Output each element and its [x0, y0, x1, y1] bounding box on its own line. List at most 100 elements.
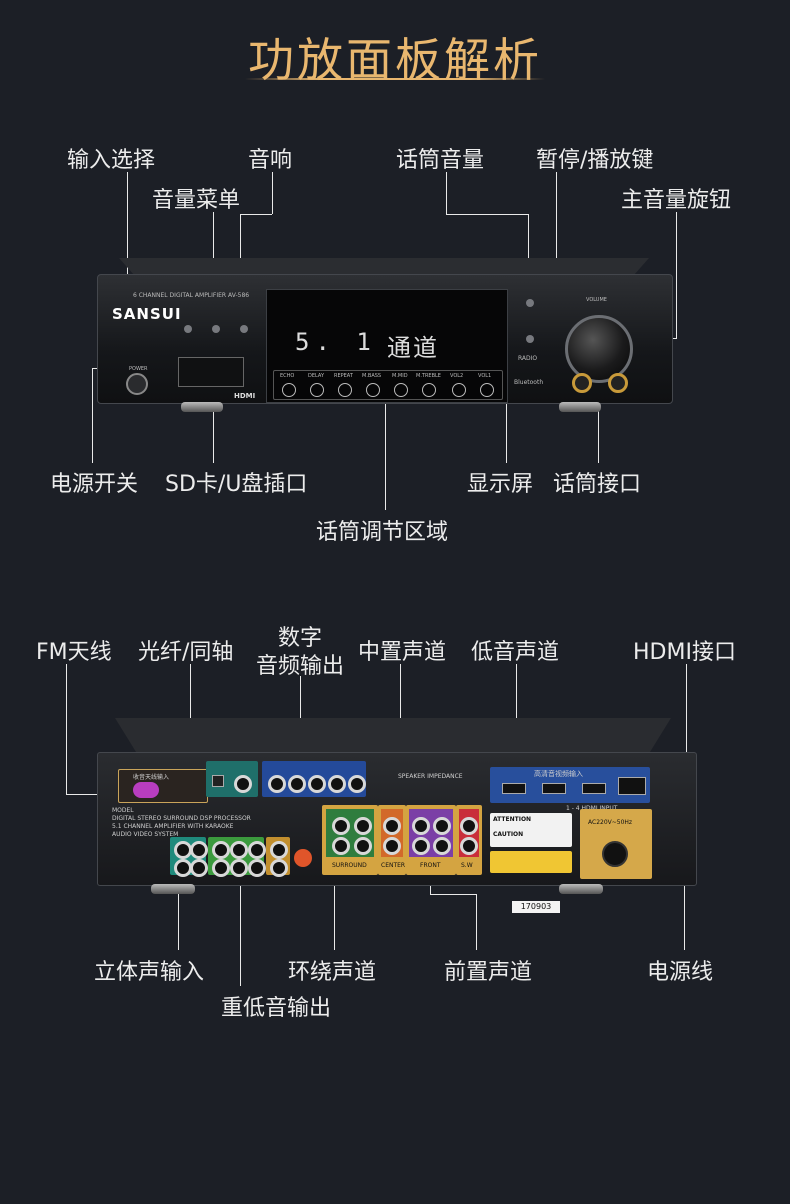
- surround-terminal-3[interactable]: [332, 837, 350, 855]
- caution-sticker: [490, 851, 572, 873]
- label-master-volume: 主音量旋钮: [621, 188, 732, 213]
- center-text: CENTER: [381, 862, 406, 869]
- hdmi-port-2[interactable]: [542, 783, 566, 794]
- mic-jack-1[interactable]: [572, 373, 592, 393]
- surround-terminal-2[interactable]: [354, 817, 372, 835]
- leader-surround-v: [334, 878, 335, 950]
- delay-knob[interactable]: [310, 383, 324, 397]
- serial-sticker: 170903: [512, 901, 560, 913]
- sw-terminal-2[interactable]: [460, 837, 478, 855]
- hdmi-out-port[interactable]: [618, 777, 646, 795]
- front-face: 6 CHANNEL DIGITAL AMPLIFIER AV-586 SANSU…: [97, 274, 673, 404]
- volume-label: VOLUME: [586, 297, 607, 303]
- leader-power-cord-v: [684, 850, 685, 950]
- front-top-grille: [119, 258, 649, 276]
- leader-master-v: [676, 212, 677, 338]
- leader-front-v2: [476, 894, 477, 950]
- audio-out-port-4[interactable]: [328, 775, 346, 793]
- subwoofer-out-block: [208, 837, 266, 877]
- leader-mic-jack-v: [598, 392, 599, 463]
- label-digital-out-1: 数字: [278, 626, 323, 651]
- leader-power-v: [92, 368, 93, 463]
- audio-out-port-5[interactable]: [348, 775, 366, 793]
- stereo-in-port-4[interactable]: [190, 859, 208, 877]
- center-terminal-2[interactable]: [383, 837, 401, 855]
- power-label: POWER: [129, 366, 148, 372]
- mic-jack-2[interactable]: [608, 373, 628, 393]
- knob-label-repeat: REPEAT: [334, 373, 353, 379]
- sub-port-3[interactable]: [248, 841, 266, 859]
- radio-label: RADIO: [518, 355, 538, 362]
- mmid-knob[interactable]: [394, 383, 408, 397]
- input-select-button[interactable]: [184, 325, 192, 333]
- fm-antenna-port[interactable]: [133, 782, 159, 798]
- audio-out-port-1[interactable]: [268, 775, 286, 793]
- hdmi-port-3[interactable]: [582, 783, 606, 794]
- knob-label-mmid: M.MID: [392, 373, 408, 379]
- qc-badge: [294, 849, 312, 867]
- front-model-text: 6 CHANNEL DIGITAL AMPLIFIER AV-586: [133, 292, 250, 299]
- sub-port-1[interactable]: [212, 841, 230, 859]
- amplifier-front-panel: 6 CHANNEL DIGITAL AMPLIFIER AV-586 SANSU…: [97, 258, 673, 412]
- surround-terminal-4[interactable]: [354, 837, 372, 855]
- master-volume-knob[interactable]: [565, 315, 633, 383]
- label-mic-jack: 话筒接口: [553, 472, 642, 497]
- hdmi-port-1[interactable]: [502, 783, 526, 794]
- front-foot-left: [181, 402, 223, 412]
- hdmi-in-text: 高清音视频输入: [534, 770, 583, 778]
- audio-out-port-3[interactable]: [308, 775, 326, 793]
- audio-out-port-2[interactable]: [288, 775, 306, 793]
- rear-model-text: MODEL: [112, 807, 134, 814]
- stereo-input-block: [170, 837, 208, 877]
- stereo-in-port-2[interactable]: [190, 841, 208, 859]
- front-terminal-3[interactable]: [412, 837, 430, 855]
- power-switch[interactable]: [126, 373, 148, 395]
- mtreble-knob[interactable]: [422, 383, 436, 397]
- echo-knob[interactable]: [282, 383, 296, 397]
- mic-volume-button[interactable]: [526, 299, 534, 307]
- rear-face: 收音天线输入 MODEL DIGITAL STEREO SURROUND DSP…: [97, 752, 697, 913]
- front-terminal-4[interactable]: [433, 837, 451, 855]
- repeat-knob[interactable]: [338, 383, 352, 397]
- power-cord[interactable]: [602, 841, 628, 867]
- vol2-knob[interactable]: [452, 383, 466, 397]
- mbass-knob[interactable]: [366, 383, 380, 397]
- sw-terminal-1[interactable]: [460, 817, 478, 835]
- leader-fm-v: [66, 664, 67, 794]
- sub-port-6[interactable]: [248, 859, 266, 877]
- page-title: 功放面板解析: [248, 33, 542, 87]
- hdmi-logo: HDMI: [234, 392, 256, 400]
- label-pause-play: 暂停/播放键: [536, 148, 654, 173]
- fm-antenna-block: 收音天线输入: [118, 769, 208, 803]
- volume-menu-button[interactable]: [212, 325, 220, 333]
- knob-label-echo: ECHO: [280, 373, 295, 379]
- center-terminal-1[interactable]: [383, 817, 401, 835]
- title-underline: [245, 78, 545, 80]
- power-spec-text: AC220V~50Hz: [588, 819, 633, 826]
- sw-text: S.W: [461, 862, 473, 869]
- surround-terminal-1[interactable]: [332, 817, 350, 835]
- sd-usb-slot[interactable]: [178, 357, 244, 387]
- surround-text: SURROUND: [332, 862, 367, 869]
- amplifier-rear-panel: 收音天线输入 MODEL DIGITAL STEREO SURROUND DSP…: [97, 718, 697, 913]
- front-text: FRONT: [420, 862, 441, 869]
- sound-button[interactable]: [240, 325, 248, 333]
- coaxial-port[interactable]: [234, 775, 252, 793]
- leader-stereo-v: [178, 880, 179, 950]
- pause-play-button[interactable]: [526, 335, 534, 343]
- optical-port[interactable]: [212, 775, 224, 787]
- sub-port-5[interactable]: [230, 859, 248, 877]
- label-volume-menu: 音量菜单: [152, 188, 241, 213]
- front-terminal-1[interactable]: [412, 817, 430, 835]
- brand-logo: SANSUI: [112, 305, 182, 323]
- label-power-cord: 电源线: [647, 960, 714, 985]
- sub-port-2[interactable]: [230, 841, 248, 859]
- attention-text: ATTENTION: [493, 816, 532, 823]
- label-mic-volume: 话筒音量: [396, 148, 485, 173]
- vol1-knob[interactable]: [480, 383, 494, 397]
- sub-port-4[interactable]: [212, 859, 230, 877]
- front-terminal-2[interactable]: [433, 817, 451, 835]
- leader-pause-play-v: [556, 172, 557, 338]
- aux-port-2[interactable]: [270, 859, 288, 877]
- aux-port-1[interactable]: [270, 841, 288, 859]
